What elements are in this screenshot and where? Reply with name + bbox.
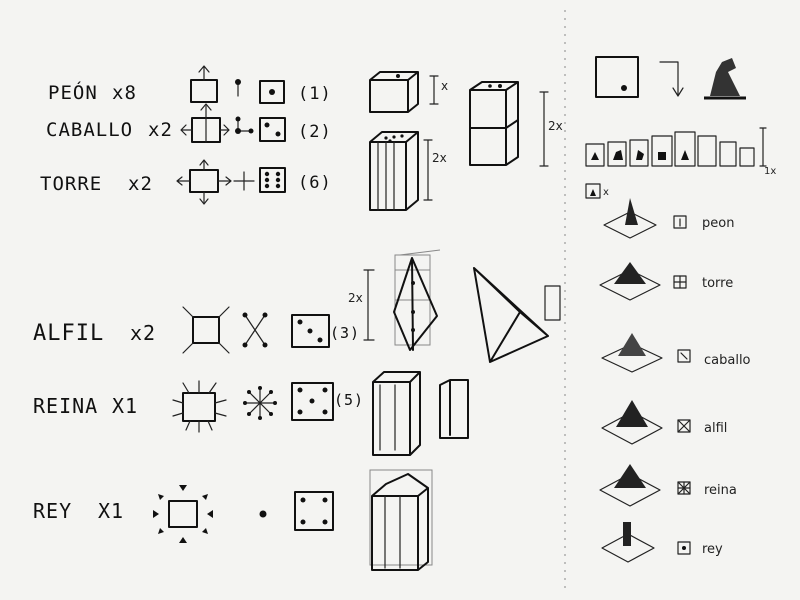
peon-die-icon (259, 80, 285, 104)
knight-piece-icon (710, 58, 740, 96)
alfil-die-label: (3) (330, 324, 360, 342)
peon-up-arrow-icon (198, 65, 210, 81)
reina-arrows-icon (172, 380, 227, 433)
arrow-down-icon (659, 61, 684, 97)
legend-caballo: caballo (601, 333, 751, 373)
legend-peon: peon (603, 198, 734, 239)
peon-symbol-icon (673, 215, 687, 229)
dim-2x-stack: 2x (548, 119, 563, 133)
dim-x: x (441, 79, 448, 93)
piece-count-caballo: x2 (148, 119, 173, 141)
piece-name-torre: TORRE (40, 173, 102, 195)
dim-1x: 1x (764, 166, 776, 177)
rey-die-icon (294, 491, 334, 531)
torre-move-square (189, 169, 219, 193)
dim-2x-torre: 2x (432, 151, 447, 165)
piece-row-alfil: ALFIL x2 (3) (33, 306, 360, 354)
reina-move-square (182, 392, 216, 422)
reina-die-label: (5) (334, 391, 364, 409)
torre-cross-icon (233, 171, 255, 191)
piece-count-alfil: x2 (130, 321, 156, 345)
peon-move-square (190, 79, 218, 103)
legend-rey: rey (601, 522, 723, 563)
dim-2x-alfil: 2x (348, 291, 363, 305)
piece-name-alfil: ALFIL (33, 321, 104, 346)
reina-star-icon (244, 387, 276, 419)
piece-row-rey: REY X1 (33, 485, 334, 543)
piece-count-torre: x2 (128, 173, 153, 195)
caballo-symbol-icon (677, 349, 691, 363)
piece-row-peon: PEÓN x8 (1) (48, 65, 332, 104)
piece-count-rey: X1 (98, 499, 124, 523)
piece-name-rey: REY (33, 499, 72, 523)
caballo-die-label: (2) (298, 122, 332, 142)
piece-row-caballo: CABALLO x2 (2) (46, 103, 332, 143)
peon-pin-dot (235, 79, 241, 85)
legend-torre: torre (599, 262, 733, 301)
rey-arrows-icon (153, 485, 213, 543)
block-pyramid-side (473, 267, 561, 363)
rey-symbol-icon (677, 541, 691, 555)
piece-name-peon: PEÓN (48, 80, 98, 104)
rey-dot-icon (259, 510, 267, 518)
alfil-die-icon (291, 314, 330, 348)
alfil-symbol-icon (677, 419, 691, 433)
caballo-arrows-icon (180, 103, 230, 143)
legend-reina: reina (599, 464, 737, 507)
piece-row-reina: REINA X1 (5) (33, 380, 364, 433)
block-reina-prism (372, 371, 469, 456)
caballo-die-icon (259, 117, 286, 142)
legend-label-reina: reina (704, 483, 737, 498)
piece-count-reina: X1 (112, 394, 138, 418)
pieces-row-sketch: 1x x (585, 127, 776, 199)
torre-die-label: (6) (298, 173, 332, 193)
block-alfil-prism: 2x (348, 249, 441, 351)
legend-alfil: alfil (601, 400, 727, 445)
legend-label-peon: peon (702, 216, 734, 231)
piece-row-torre: TORRE x2 (6) (40, 159, 332, 205)
block-stacked-cubes: 2x (469, 81, 563, 167)
alfil-diag-arrows-icon (182, 306, 230, 354)
piece-name-caballo: CABALLO (46, 119, 133, 141)
alfil-move-square (192, 316, 220, 344)
legend-label-caballo: caballo (704, 353, 751, 368)
legend-label-alfil: alfil (704, 421, 727, 436)
peon-die-label: (1) (298, 84, 332, 104)
rey-move-square (168, 500, 198, 528)
torre-die-icon (259, 167, 286, 193)
block-torre-tall: 2x (369, 131, 447, 211)
alfil-x-icon (244, 314, 266, 346)
block-peon-cube: x (369, 71, 448, 113)
block-rey-prism (369, 469, 433, 571)
legend-label-rey: rey (702, 542, 723, 557)
torre-arrows-icon (176, 159, 232, 205)
legend-label-torre: torre (702, 276, 733, 291)
reina-die-icon (291, 382, 334, 421)
dim-small-x: x (603, 187, 609, 198)
board-square-sketch (595, 56, 746, 100)
piece-name-reina: REINA (33, 394, 98, 418)
piece-count-peon: x8 (112, 82, 137, 104)
